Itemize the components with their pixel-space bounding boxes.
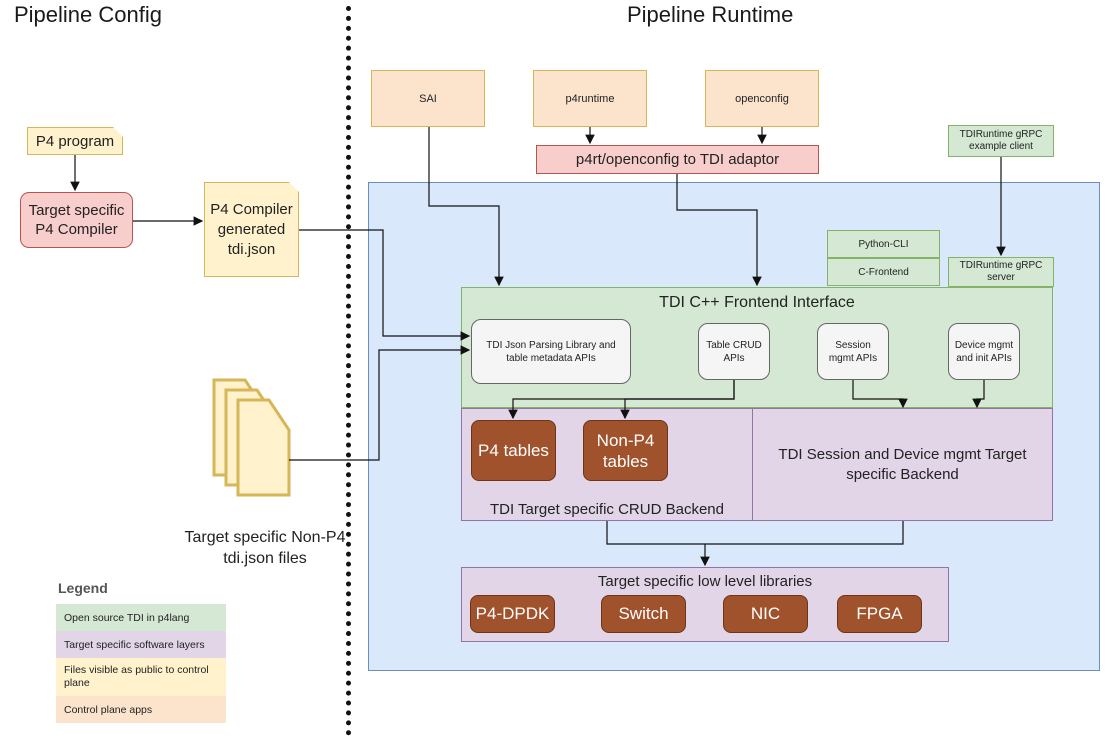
lib-nic: NIC: [723, 595, 808, 633]
legend-item-control-apps: Control plane apps: [56, 696, 226, 723]
legend: Legend Open source TDI in p4lang Target …: [56, 578, 226, 728]
lib-fpga: FPGA: [837, 595, 922, 633]
edge-adaptor-frontend: [676, 174, 762, 287]
c-frontend-box: C-Frontend: [827, 258, 940, 286]
adaptor-box: p4rt/openconfig to TDI adaptor: [536, 145, 819, 174]
low-level-title: Target specific low level libraries: [597, 572, 813, 590]
edge-sai-frontend: [428, 127, 504, 287]
generated-json-note: P4 Compiler generated tdi.json: [204, 182, 299, 277]
openconfig-box: openconfig: [705, 70, 819, 127]
legend-item-public-files: Files visible as public to control plane: [56, 658, 226, 696]
lib-p4-dpdk: P4-DPDK: [470, 595, 555, 633]
divider: [346, 6, 351, 736]
legend-item-target-specific: Target specific software layers: [56, 631, 226, 658]
session-backend-area: TDI Session and Device mgmt Target speci…: [752, 408, 1053, 521]
json-lib-box: TDI Json Parsing Library and table metad…: [471, 319, 631, 384]
edge-generated-jsonlib: [299, 229, 471, 341]
device-mgmt-box: Device mgmt and init APIs: [948, 323, 1020, 380]
p4-compiler-box: Target specific P4 Compiler: [20, 192, 133, 248]
session-mgmt-box: Session mgmt APIs: [817, 323, 889, 380]
python-cli-box: Python-CLI: [827, 230, 940, 258]
edge-session-backend: [852, 380, 908, 409]
legend-title: Legend: [58, 580, 108, 596]
edge-device-backend: [972, 380, 985, 409]
legend-item-open-source: Open source TDI in p4lang: [56, 604, 226, 631]
grpc-server-box: TDIRuntime gRPC server: [948, 257, 1054, 287]
edge-backends-lowlevel: [606, 521, 904, 565]
table-crud-box: Table CRUD APIs: [698, 323, 770, 380]
edge-files-jsonlib: [289, 345, 471, 461]
pipeline-runtime-title: Pipeline Runtime: [627, 2, 794, 27]
p4runtime-box: p4runtime: [533, 70, 647, 127]
grpc-client-box: TDIRuntime gRPC example client: [948, 125, 1054, 157]
p4-program-note: P4 program: [27, 127, 123, 155]
edge-crud-nonp4tables: [620, 380, 735, 420]
crud-backend-label: TDI Target specific CRUD Backend: [490, 500, 724, 518]
sai-box: SAI: [371, 70, 485, 127]
tdi-frontend-title: TDI C++ Frontend Interface: [659, 294, 855, 311]
nonp4-tables-box: Non-P4 tables: [583, 420, 668, 481]
pipeline-config-title: Pipeline Config: [14, 2, 162, 27]
nonp4-files-label: Target specific Non-P4 tdi.json files: [184, 529, 346, 567]
p4-tables-box: P4 tables: [471, 420, 556, 481]
lib-switch: Switch: [601, 595, 686, 633]
